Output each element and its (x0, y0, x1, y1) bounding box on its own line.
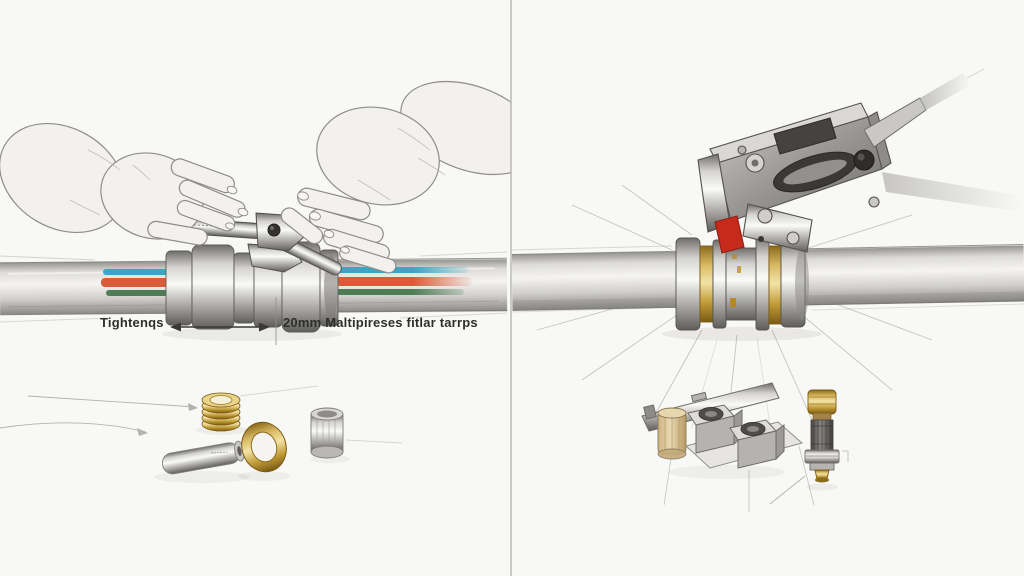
pencil-hatching (69, 149, 151, 216)
pipe-color-stripes-left (101, 269, 169, 296)
stripe-green (336, 289, 464, 295)
hex-collar (804, 449, 840, 464)
left-thumb (147, 220, 208, 246)
right-thumb (280, 207, 324, 245)
second-handle-faded (882, 172, 1022, 212)
screw (737, 145, 747, 155)
tool-handle (863, 68, 1022, 212)
metal-tube (161, 440, 245, 475)
brass-band (768, 245, 782, 325)
brass-cap (807, 389, 837, 415)
press-fitting (162, 241, 342, 341)
brass-compression-ring (241, 421, 287, 473)
right-hand (280, 80, 512, 274)
metal-sleeve (310, 407, 344, 459)
fitting-parts (154, 392, 350, 483)
tool-hole (853, 149, 875, 171)
crimp-fitting (662, 235, 822, 341)
pivot-pin (786, 231, 800, 245)
die-block (729, 419, 785, 469)
brass-cylinder (657, 407, 687, 460)
leader-lines (0, 385, 403, 444)
brass-threaded-insert (201, 392, 241, 432)
pipe-color-stripes-right (336, 267, 472, 295)
tool-jaw-arm (742, 203, 813, 253)
panel-divider (510, 0, 512, 576)
brass-band (699, 245, 714, 323)
pencil-hatching (357, 127, 446, 201)
knurled-body (810, 419, 834, 451)
fingernails (297, 191, 350, 254)
die-block (687, 404, 743, 454)
stripe-green (106, 290, 169, 296)
screw (868, 196, 880, 208)
pivot-pin (757, 208, 773, 224)
left-panel-sketch (0, 80, 512, 483)
right-panel-sketch (512, 68, 1024, 512)
fingernails (225, 185, 249, 230)
red-jaw-insert (714, 215, 745, 254)
valve-fitting (769, 389, 849, 505)
left-hand (0, 122, 249, 246)
press-jig (641, 382, 815, 512)
stripe-blue (336, 267, 468, 273)
dimension-arrow (170, 297, 277, 345)
tool-window (773, 117, 837, 155)
stripe-blue (103, 269, 169, 275)
wrench-bolt (267, 223, 281, 237)
dimension-tick (842, 450, 849, 462)
stripe-red (336, 277, 472, 286)
stripe-red (101, 278, 169, 287)
construction-lines (663, 445, 815, 512)
